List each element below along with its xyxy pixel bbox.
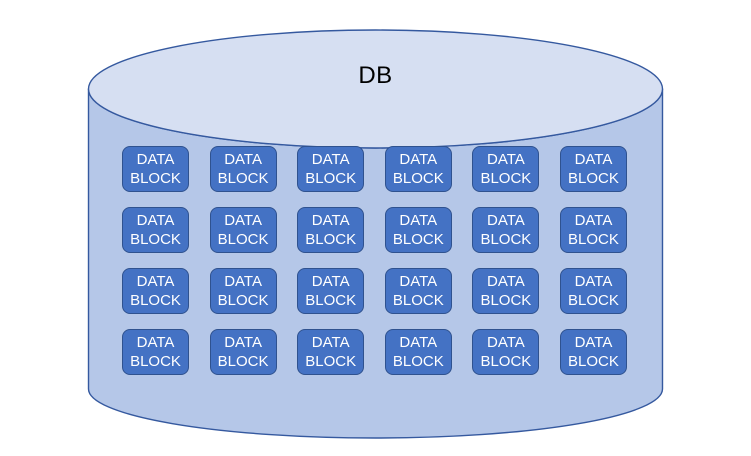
data-block: DATA BLOCK: [122, 329, 189, 375]
data-block: DATA BLOCK: [559, 329, 627, 375]
data-block: DATA BLOCK: [297, 329, 365, 375]
data-block: DATA BLOCK: [122, 146, 189, 192]
data-block: DATA BLOCK: [209, 207, 277, 253]
data-block: DATA BLOCK: [297, 146, 365, 192]
data-block: DATA BLOCK: [472, 329, 540, 375]
data-block: DATA BLOCK: [297, 268, 365, 314]
cylinder-top-ellipse: [87, 29, 664, 149]
data-block: DATA BLOCK: [384, 207, 452, 253]
data-block: DATA BLOCK: [559, 146, 627, 192]
data-block: DATA BLOCK: [472, 146, 540, 192]
data-block: DATA BLOCK: [209, 146, 277, 192]
data-block: DATA BLOCK: [384, 146, 452, 192]
db-title: DB: [358, 62, 393, 89]
data-block: DATA BLOCK: [122, 207, 189, 253]
data-block: DATA BLOCK: [209, 268, 277, 314]
data-block: DATA BLOCK: [209, 329, 277, 375]
data-block: DATA BLOCK: [122, 268, 189, 314]
data-block: DATA BLOCK: [559, 207, 627, 253]
data-block: DATA BLOCK: [472, 268, 540, 314]
data-block: DATA BLOCK: [297, 207, 365, 253]
data-block: DATA BLOCK: [559, 268, 627, 314]
data-block: DATA BLOCK: [384, 268, 452, 314]
data-block: DATA BLOCK: [472, 207, 540, 253]
data-block: DATA BLOCK: [384, 329, 452, 375]
data-block-grid: DATA BLOCK DATA BLOCK DATA BLOCK DATA BL…: [122, 146, 627, 375]
